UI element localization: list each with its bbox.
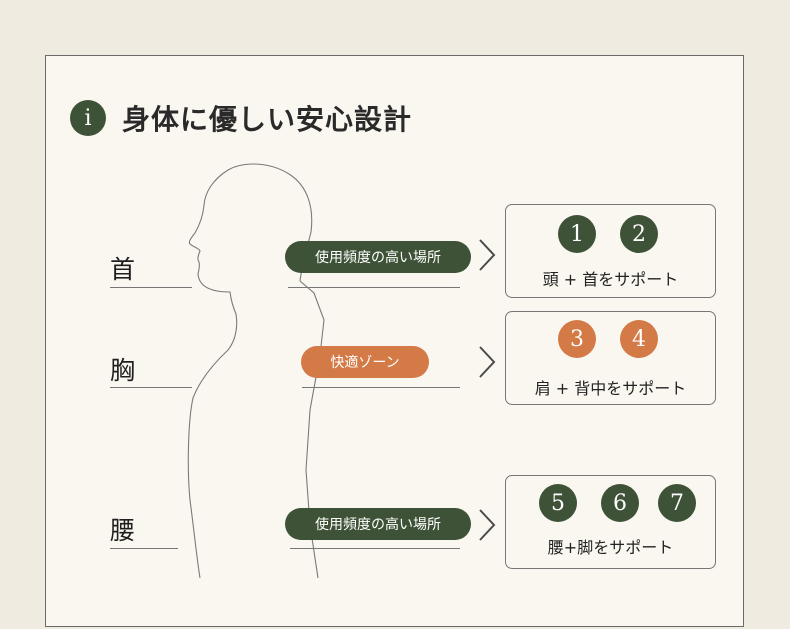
divider-chest-right <box>302 387 460 388</box>
number-badge: 3 <box>558 320 596 358</box>
support-text: 頭 + 首をサポート <box>542 270 679 289</box>
number-badge: 6 <box>601 484 639 522</box>
divider-neck <box>110 287 192 288</box>
number-badge: 2 <box>620 215 658 253</box>
page-title: 身体に優しい安心設計 <box>122 103 413 136</box>
support-box-chest: 3 4 肩 + 背中をサポート <box>505 311 716 405</box>
title-row: i 身体に優しい安心設計 <box>70 97 412 139</box>
divider-waist-right <box>290 548 460 549</box>
divider-chest <box>110 387 192 388</box>
chevron-right-icon <box>479 346 496 378</box>
pill-comfort-zone: 快適ゾーン <box>301 346 429 378</box>
label-chest: 胸 <box>110 356 136 385</box>
number-badge: 1 <box>558 215 596 253</box>
support-text: 肩 + 背中をサポート <box>534 379 687 398</box>
number-badge: 5 <box>539 484 577 522</box>
support-box-neck: 1 2 頭 + 首をサポート <box>505 204 716 298</box>
support-text: 腰+脚をサポート <box>547 538 674 557</box>
chevron-right-icon <box>479 509 496 541</box>
number-badge: 7 <box>658 484 696 522</box>
label-neck: 首 <box>110 255 136 284</box>
number-badge: 4 <box>620 320 658 358</box>
pill-high-use-neck: 使用頻度の高い場所 <box>285 241 471 273</box>
divider-neck-right <box>288 287 460 288</box>
chevron-right-icon <box>479 239 496 271</box>
info-icon: i <box>70 100 106 136</box>
support-box-waist: 5 6 7 腰+脚をサポート <box>505 475 716 569</box>
label-waist: 腰 <box>110 516 136 545</box>
divider-waist <box>110 548 178 549</box>
pill-high-use-waist: 使用頻度の高い場所 <box>285 508 471 540</box>
